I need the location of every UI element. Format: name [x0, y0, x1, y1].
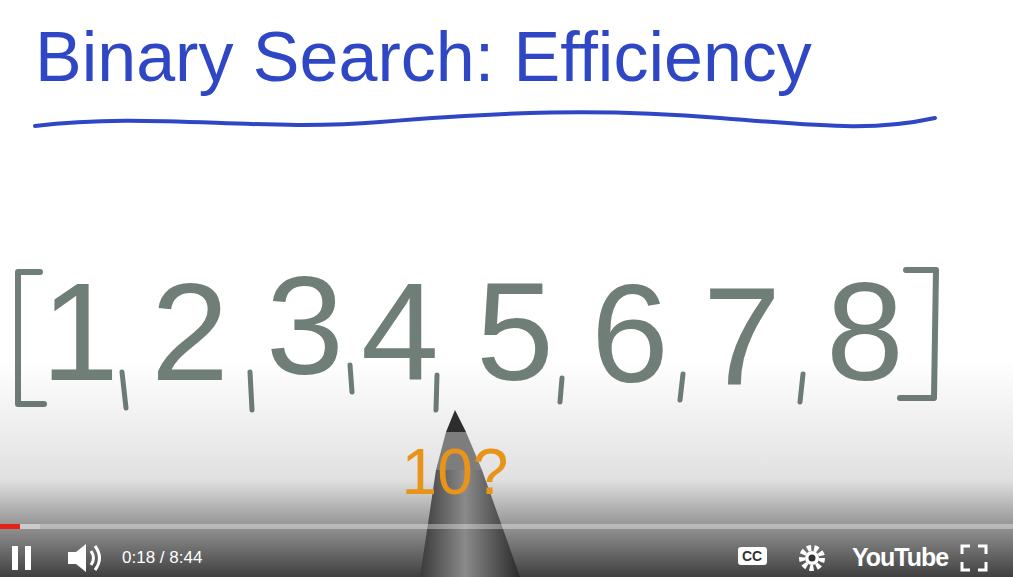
fullscreen-icon — [962, 546, 986, 570]
button-text: CC — [742, 549, 763, 563]
title-underline — [35, 112, 935, 126]
array-number: 8 — [826, 262, 904, 402]
settings-gear — [802, 548, 822, 568]
progress-buffer — [0, 524, 40, 529]
title: Binary Search: Efficiency — [35, 22, 812, 92]
caption-button: CC — [738, 547, 767, 565]
array-number: 6 — [591, 264, 669, 404]
search-target: 10? — [402, 440, 509, 504]
video-time: 0:18 / 8:44 — [122, 549, 202, 566]
array-number: 5 — [476, 262, 554, 402]
volume-icon — [68, 544, 100, 572]
array-number: 7 — [703, 266, 781, 406]
progress-played — [0, 524, 20, 529]
array-number: 4 — [361, 262, 439, 402]
progress-track — [0, 524, 1013, 529]
youtube-logo: YouTube — [852, 545, 948, 570]
array-number: 3 — [266, 256, 344, 396]
pause-icon — [12, 546, 31, 570]
array-number: 1 — [41, 262, 119, 402]
array-number: 2 — [151, 262, 229, 402]
